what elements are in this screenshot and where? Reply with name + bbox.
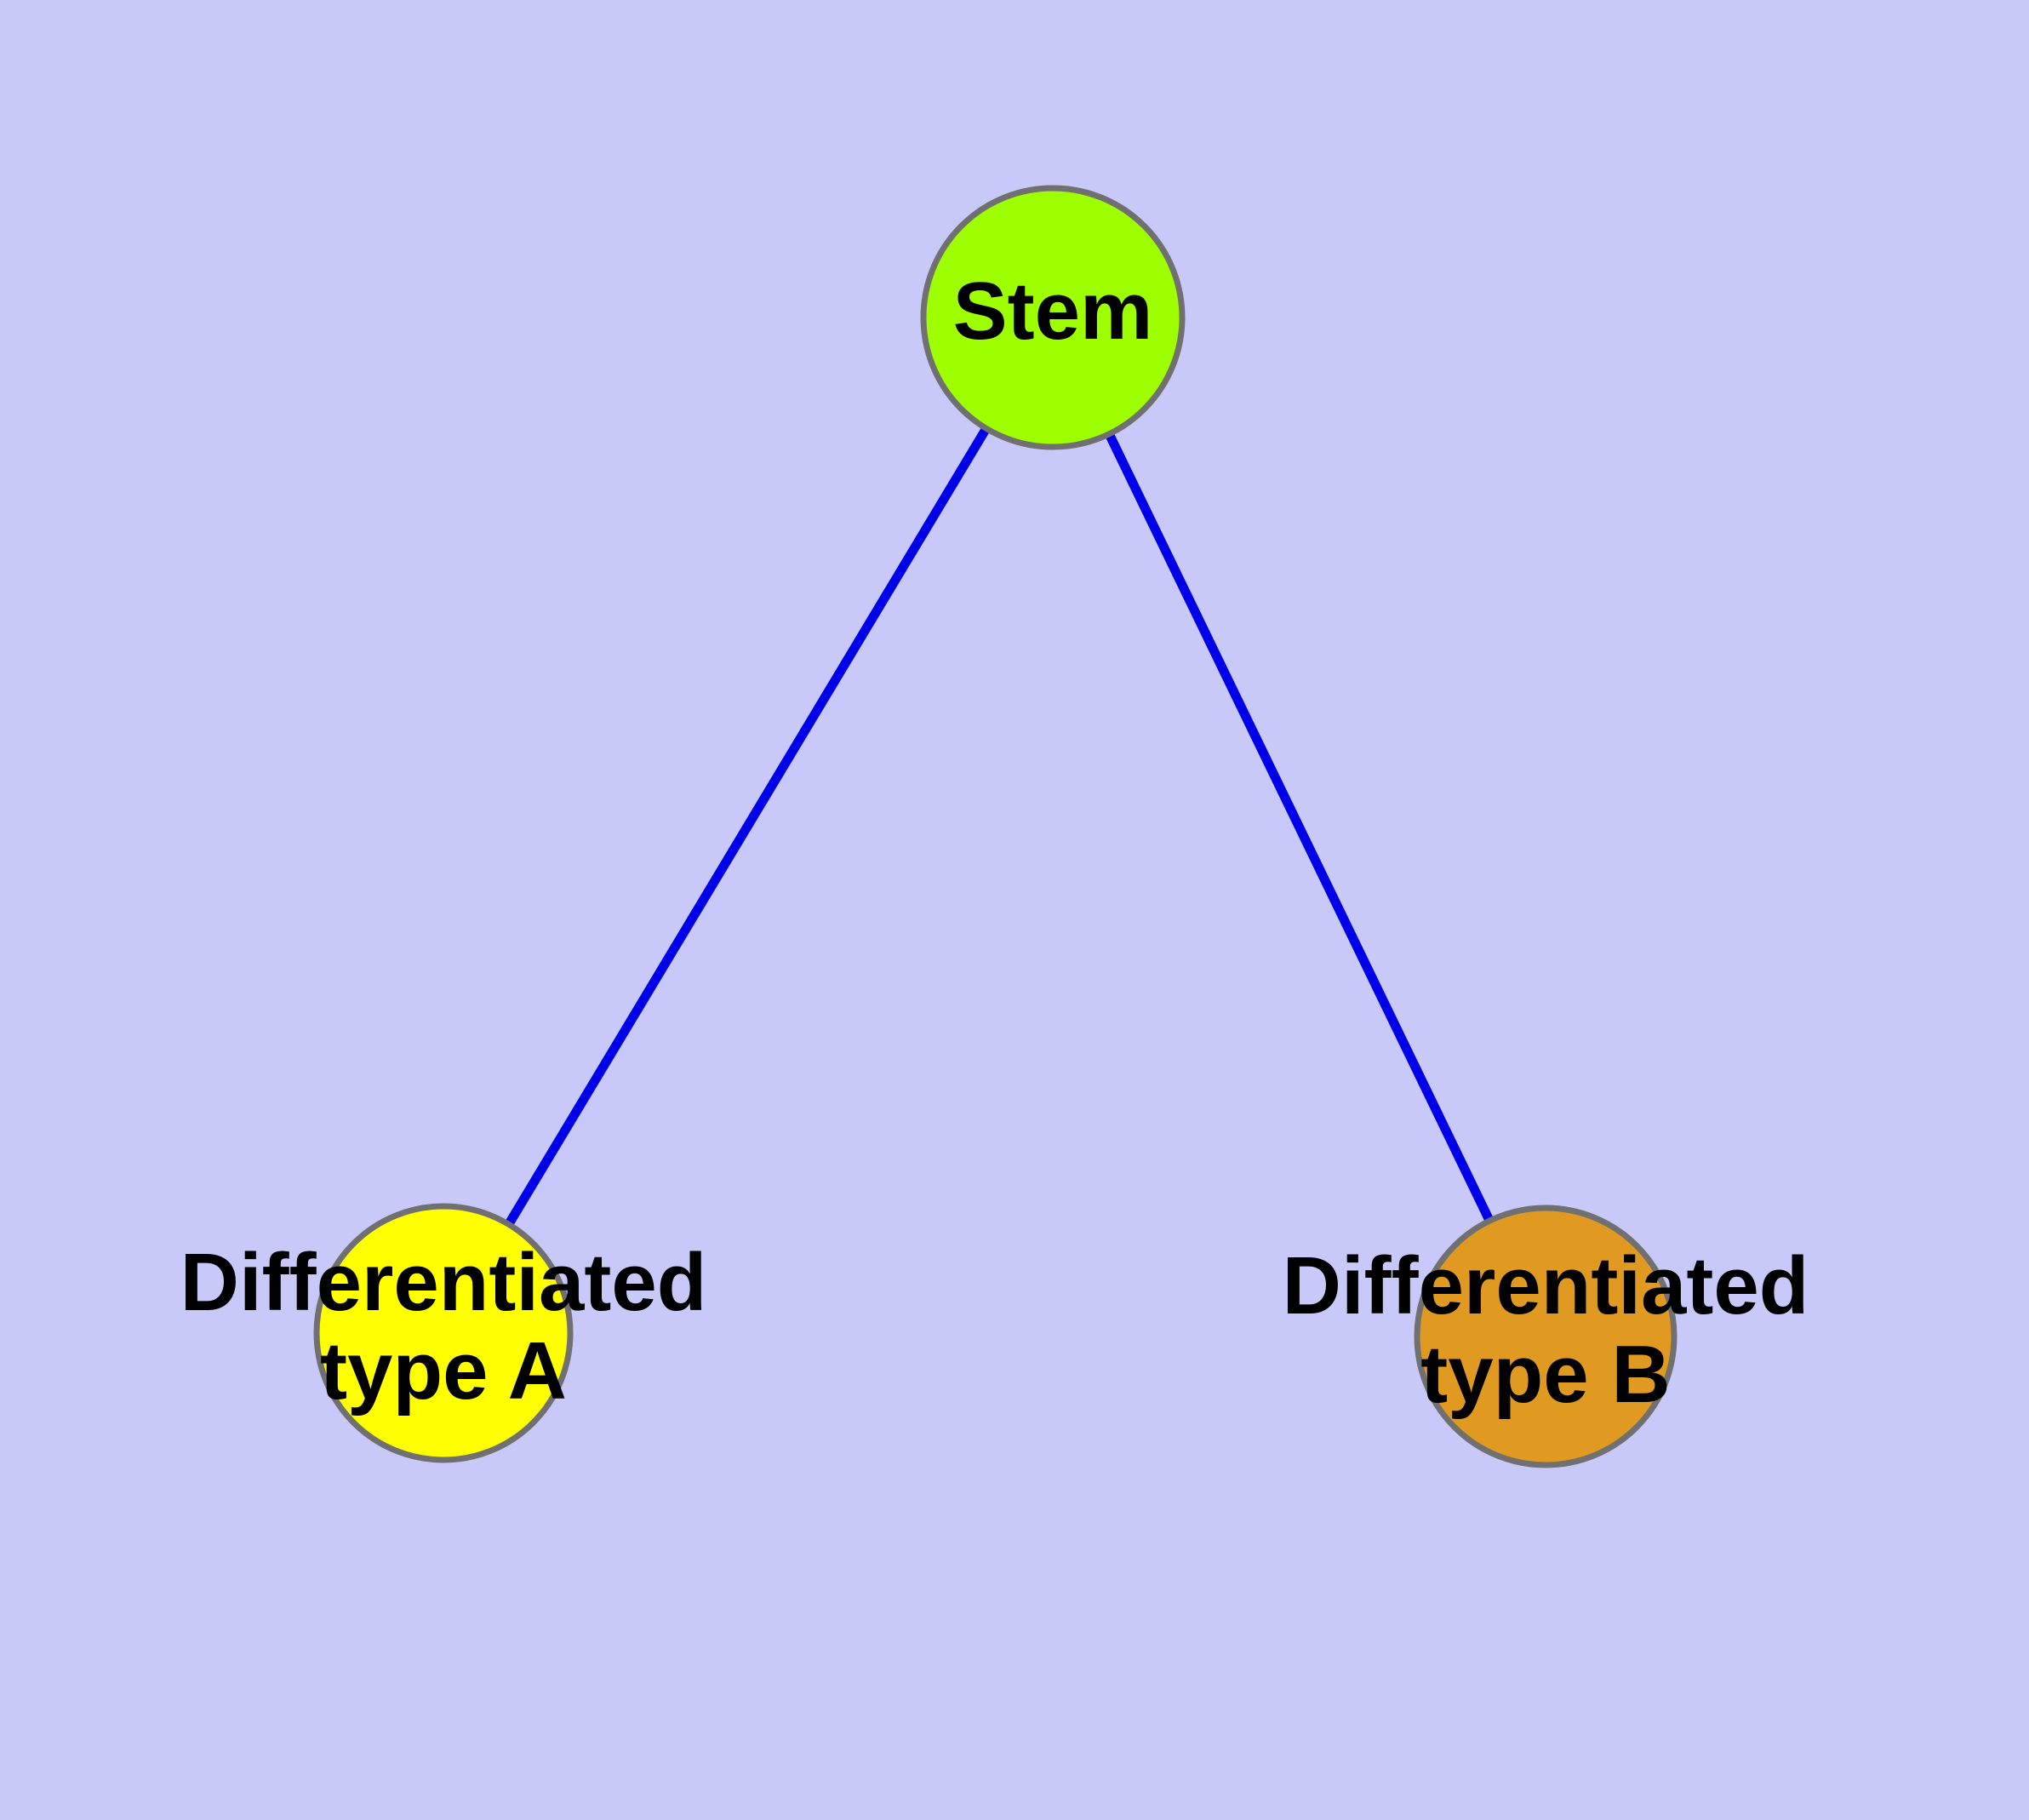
node-label-line: Stem [953, 266, 1153, 357]
node-diff_a[interactable] [313, 1203, 574, 1463]
node-label-line: type A [320, 1325, 567, 1417]
edge-stem-diff_a [503, 424, 992, 1228]
node-label-line: type B [1420, 1329, 1670, 1420]
node-label-line: Differentiated [180, 1238, 707, 1329]
edge-stem-diff_b [1104, 430, 1495, 1225]
edges-layer [503, 424, 1495, 1228]
node-stem[interactable] [920, 185, 1186, 450]
node-label-line: Differentiated [1283, 1241, 1809, 1332]
node-diff_b[interactable] [1414, 1205, 1677, 1468]
node-label-stem: Stem [953, 266, 1153, 357]
nodes-layer [313, 185, 1677, 1468]
